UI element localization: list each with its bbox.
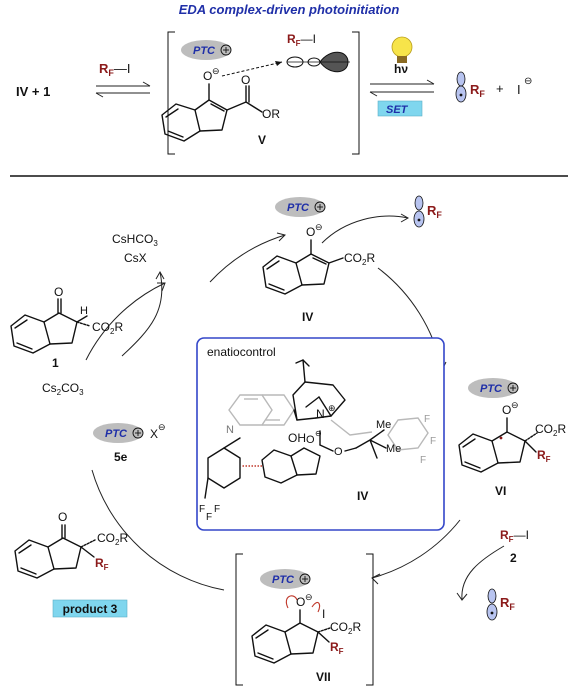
rf-radical-orbital-3: RF xyxy=(486,588,515,621)
product-3-badge: product 3 xyxy=(63,602,118,616)
svg-text:O: O xyxy=(241,73,250,87)
top-set-arrows xyxy=(369,79,435,97)
product-3-structure: O CO2R RF xyxy=(14,510,128,579)
intermediate-iv: PTC O ⊖ CO2R IV xyxy=(262,197,375,324)
svg-text:⊕: ⊕ xyxy=(328,403,336,413)
complex-reagent-rfi: RF—I xyxy=(287,32,316,48)
top-lhs: IV + 1 xyxy=(16,84,50,99)
svg-text:O: O xyxy=(296,595,305,609)
vii-bracket-left xyxy=(235,553,243,686)
inset-catalyst-structure: N ⊕ N OH F F F Me Me O O ⊖ xyxy=(199,359,436,523)
scheme-title: EDA complex-driven photoinitiation xyxy=(179,2,400,17)
svg-text:CO2R: CO2R xyxy=(92,320,123,336)
svg-text:CO2R: CO2R xyxy=(344,251,375,267)
svg-text:CO2R: CO2R xyxy=(97,531,128,547)
svg-text:F: F xyxy=(424,414,430,425)
inset-title: enatiocontrol xyxy=(207,345,276,359)
svg-text:O: O xyxy=(334,446,343,458)
sigma-star-orbital xyxy=(286,51,350,73)
svg-text:PTC: PTC xyxy=(287,202,310,214)
svg-text:O: O xyxy=(502,403,511,417)
svg-text:hν: hν xyxy=(394,62,408,76)
svg-text:VII: VII xyxy=(316,670,331,684)
top-ptc-catalyst: PTC xyxy=(181,40,232,60)
byproduct-csx: CsX xyxy=(124,251,147,265)
base-cs2co3: Cs2CO3 xyxy=(42,381,84,397)
complex-v-label: V xyxy=(258,133,266,147)
svg-text:X: X xyxy=(150,427,158,441)
svg-text:RF: RF xyxy=(95,556,109,572)
svg-text:H: H xyxy=(80,305,88,317)
svg-text:⊖: ⊖ xyxy=(315,429,322,438)
complex-v-structure: O ⊖ O OR V xyxy=(161,66,280,147)
intermediate-vii: PTC O ⊖ I CO2R RF VII xyxy=(251,569,361,684)
light-bulb-icon: hν xyxy=(391,36,413,76)
iodide-charge: ⊖ xyxy=(524,76,532,87)
svg-text:⊖: ⊖ xyxy=(212,66,220,76)
top-iodide: I xyxy=(517,82,521,97)
byproduct-arrow xyxy=(121,271,163,357)
rf-radical-orbital xyxy=(455,71,467,103)
svg-text:F: F xyxy=(206,512,212,523)
inset-label: IV xyxy=(357,489,368,503)
svg-text:O: O xyxy=(203,69,212,83)
svg-text:N: N xyxy=(226,424,234,436)
svg-text:PTC: PTC xyxy=(480,383,503,395)
svg-text:F: F xyxy=(214,504,220,515)
eda-transfer-arrow xyxy=(221,61,283,77)
svg-text:⊖: ⊖ xyxy=(305,592,313,602)
top-product-rf: RF xyxy=(470,82,485,99)
svg-text:N: N xyxy=(316,407,325,421)
svg-text:PTC: PTC xyxy=(193,45,216,57)
top-equilibrium-arrows xyxy=(95,81,151,98)
svg-text:O: O xyxy=(306,225,315,239)
reagent-2-label: 2 xyxy=(510,551,517,565)
svg-text:F: F xyxy=(199,504,205,515)
catalyst-5e: PTC X ⊖ 5e xyxy=(93,422,166,464)
svg-text:PTC: PTC xyxy=(105,428,128,440)
product-3-badge-bg xyxy=(52,599,128,618)
top-bracket-left xyxy=(167,31,175,155)
svg-text:CO2R: CO2R xyxy=(330,620,361,636)
svg-text:O: O xyxy=(306,434,315,446)
top-reagent-rfi: RF—I xyxy=(99,61,131,78)
reagent-2-arrow xyxy=(461,545,505,601)
svg-text:RF: RF xyxy=(537,448,551,464)
top-plus: + xyxy=(496,81,504,96)
svg-text:OR: OR xyxy=(262,107,280,121)
svg-text:O: O xyxy=(54,285,63,299)
svg-text:RF: RF xyxy=(427,203,442,220)
byproduct-cshco3: CsHCO3 xyxy=(112,232,158,248)
svg-text:Me: Me xyxy=(386,443,401,455)
svg-text:OH: OH xyxy=(288,431,306,445)
rf-radical-orbital-2: RF xyxy=(413,195,442,228)
svg-text:⊖: ⊖ xyxy=(158,422,166,432)
svg-text:⊖: ⊖ xyxy=(315,222,323,232)
starting-material-1: O H CO2R 1 xyxy=(10,285,123,370)
set-badge: SET xyxy=(386,104,409,116)
svg-text:PTC: PTC xyxy=(272,574,295,586)
svg-text:Me: Me xyxy=(376,419,391,431)
svg-text:RF: RF xyxy=(330,640,344,656)
top-bracket-right xyxy=(352,31,360,155)
svg-text:I: I xyxy=(322,607,325,621)
svg-text:1: 1 xyxy=(52,356,59,370)
svg-text:O: O xyxy=(58,510,67,524)
svg-text:VI: VI xyxy=(495,484,506,498)
svg-text:F: F xyxy=(420,455,426,466)
svg-text:CO2R: CO2R xyxy=(535,422,566,438)
svg-text:RF: RF xyxy=(500,595,515,612)
iv-to-radical-arrow xyxy=(321,215,409,244)
svg-text:⊖: ⊖ xyxy=(511,400,519,410)
vii-bracket-right xyxy=(366,553,374,686)
svg-text:IV: IV xyxy=(302,310,313,324)
svg-text:5e: 5e xyxy=(114,450,128,464)
intermediate-vi: PTC O ⊖ CO2R RF VI xyxy=(458,378,566,498)
set-badge-bg xyxy=(377,100,423,117)
svg-text:F: F xyxy=(430,436,436,447)
reagent-2-rfi: RF—I xyxy=(500,528,529,544)
